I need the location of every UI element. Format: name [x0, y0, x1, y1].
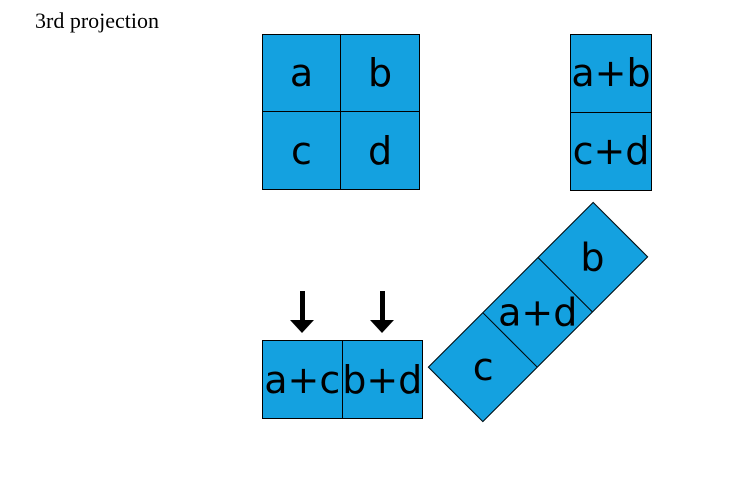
matrix-cell-b-label: b — [367, 51, 393, 95]
matrix-cell-a: a — [263, 35, 341, 112]
down-arrow-head — [290, 320, 314, 333]
column-sum-right-label: b+d — [342, 357, 423, 402]
down-arrow-shaft — [379, 291, 385, 320]
diagonal-sum-label-1: c — [472, 345, 494, 390]
row-sum-bottom-cell: c+d — [571, 113, 651, 191]
row-sums-stack: a+b c+d — [570, 34, 652, 191]
matrix-cell-c-label: c — [291, 128, 312, 173]
down-arrow-icon — [290, 291, 314, 333]
column-sum-left-cell: a+c — [263, 341, 343, 418]
down-arrow-icon — [370, 291, 394, 333]
matrix-grid: a b c d — [262, 34, 420, 190]
matrix-cell-d: d — [341, 112, 419, 189]
column-sum-left-label: a+c — [264, 357, 341, 402]
matrix-cell-d-label: d — [367, 128, 393, 173]
down-arrow-shaft — [299, 291, 305, 320]
row-sum-bottom-label: c+d — [572, 129, 650, 174]
diagonal-sum-label-2: a+d — [498, 290, 578, 335]
row-sum-top-cell: a+b — [571, 35, 651, 113]
diagonal-sum-label-3: b — [580, 235, 605, 280]
diagonal-sums-strip: c a+d b — [427, 201, 649, 423]
diagram-title: 3rd projection — [35, 8, 160, 33]
row-sum-top-label: a+b — [571, 51, 651, 96]
matrix-cell-c: c — [263, 112, 341, 189]
down-arrow-head — [370, 320, 394, 333]
column-sum-right-cell: b+d — [342, 341, 423, 418]
column-sums-row: a+c b+d — [262, 340, 423, 419]
matrix-cell-b: b — [341, 35, 419, 112]
matrix-cell-a-label: a — [289, 51, 314, 95]
